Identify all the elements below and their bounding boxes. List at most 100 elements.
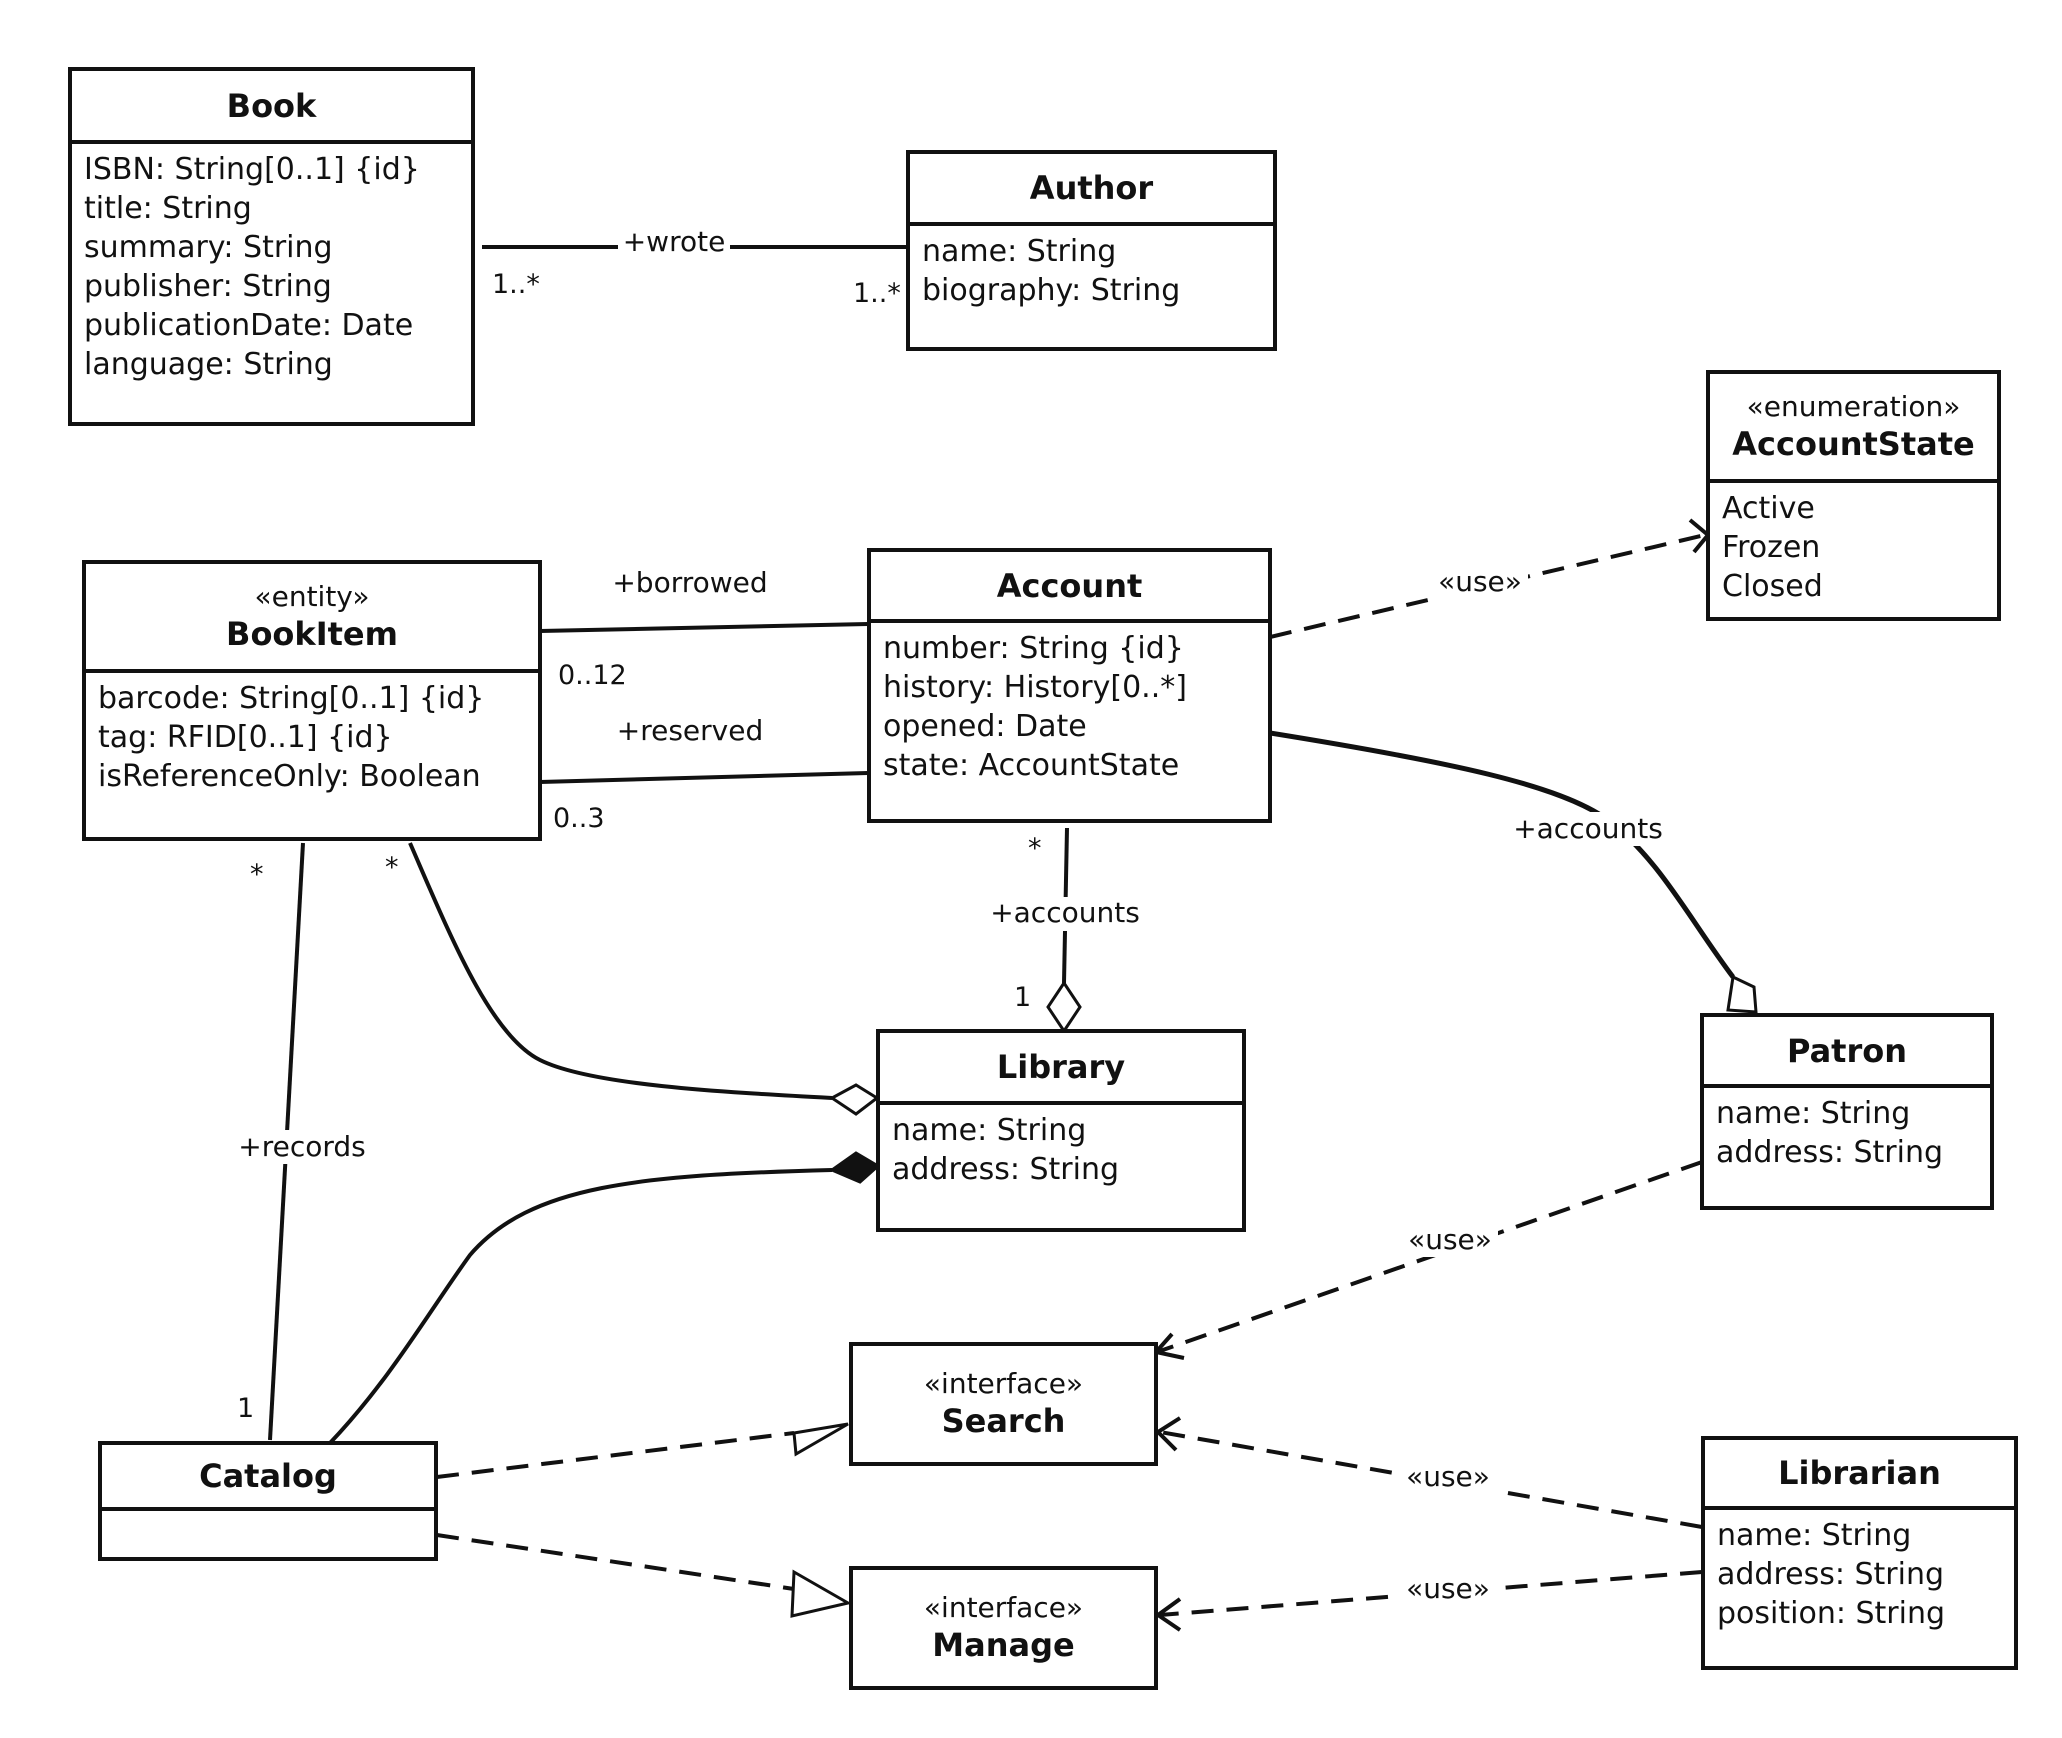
multiplicity-borrowed: 0..12 <box>558 660 627 691</box>
enum-literal: Active <box>1722 491 1815 526</box>
stereotype: «enumeration» <box>1746 389 1961 423</box>
class-header: Library <box>880 1033 1242 1105</box>
label-mask <box>1400 1572 1496 1606</box>
association-label-borrowed: +borrowed <box>612 566 767 599</box>
class-name: Author <box>1029 169 1154 207</box>
multiplicity-bookitem-catalog: * <box>250 859 264 890</box>
interface-manage: «interface» Manage <box>849 1566 1158 1690</box>
attribute: history: History[0..*] <box>883 670 1187 705</box>
association-label-records: +records <box>238 1130 366 1163</box>
attribute: ISBN: String[0..1] {id} <box>84 152 420 187</box>
class-header: «entity» BookItem <box>86 564 538 673</box>
realization-search <box>436 1431 795 1479</box>
composition-diamond <box>828 1151 881 1184</box>
label-mask <box>1402 1223 1498 1257</box>
class-patron: Patron name: String address: String <box>1700 1013 1994 1210</box>
dependency-arrowhead <box>1154 1597 1182 1632</box>
class-bookitem: «entity» BookItem barcode: String[0..1] … <box>82 560 542 841</box>
aggregation-diamond <box>829 1083 880 1116</box>
attribute: position: String <box>1717 1596 1946 1631</box>
attribute-list: barcode: String[0..1] {id} tag: RFID[0..… <box>86 673 538 802</box>
attribute-list: ISBN: String[0..1] {id} title: String su… <box>72 144 471 390</box>
attribute: name: String <box>1716 1096 1911 1131</box>
aggregation-label-library-accounts: +accounts <box>990 896 1140 929</box>
class-catalog: Catalog <box>98 1441 438 1561</box>
composition-catalog-library <box>328 1168 833 1445</box>
attribute-list: name: String biography: String <box>910 226 1273 316</box>
attribute: state: AccountState <box>883 748 1180 783</box>
dependency-label-librarian-search: «use» <box>1406 1460 1490 1493</box>
dependency-label-librarian-manage: «use» <box>1406 1572 1490 1605</box>
class-book: Book ISBN: String[0..1] {id} title: Stri… <box>68 67 475 426</box>
aggregation-diamond <box>1046 980 1082 1034</box>
attribute: publisher: String <box>84 269 332 304</box>
realization-triangle <box>792 1422 849 1457</box>
attribute: isReferenceOnly: Boolean <box>98 759 481 794</box>
attribute: tag: RFID[0..1] {id} <box>98 720 393 755</box>
stereotype: «interface» <box>923 1367 1084 1400</box>
attribute: name: String <box>922 234 1117 269</box>
class-name: Library <box>996 1048 1126 1086</box>
dependency-librarian-manage <box>1159 1570 1703 1617</box>
class-librarian: Librarian name: String address: String p… <box>1701 1436 2018 1670</box>
dependency-label-account: «use» <box>1438 565 1522 598</box>
class-library: Library name: String address: String <box>876 1029 1246 1232</box>
multiplicity-book: 1..* <box>492 269 540 300</box>
attribute: opened: Date <box>883 709 1087 744</box>
attribute: address: String <box>892 1152 1120 1187</box>
attribute: address: String <box>1717 1557 1945 1592</box>
attribute-list: name: String address: String <box>880 1105 1242 1195</box>
class-header: Book <box>72 71 471 144</box>
label-mask <box>1508 812 1658 846</box>
attribute: biography: String <box>922 273 1181 308</box>
enum-literal: Frozen <box>1722 530 1821 565</box>
class-name: BookItem <box>226 614 398 653</box>
class-name: Librarian <box>1778 1454 1941 1492</box>
attribute: address: String <box>1716 1135 1944 1170</box>
enumeration-accountstate: «enumeration» AccountState Active Frozen… <box>1706 370 2001 621</box>
class-header: Librarian <box>1705 1440 2014 1510</box>
multiplicity-catalog-one: 1 <box>237 1393 254 1424</box>
association-borrowed <box>539 622 869 633</box>
realization-triangle <box>790 1569 853 1618</box>
attribute: publicationDate: Date <box>84 308 414 343</box>
class-header: Catalog <box>102 1445 434 1511</box>
multiplicity-account-star: * <box>1028 833 1042 864</box>
attribute: language: String <box>84 347 333 382</box>
class-header: Author <box>910 154 1273 226</box>
class-header: «enumeration» AccountState <box>1710 374 1997 483</box>
attribute: number: String {id} <box>883 631 1184 666</box>
class-author: Author name: String biography: String <box>906 150 1277 351</box>
attribute-list: name: String address: String <box>1704 1088 1990 1178</box>
dependency-librarian-search <box>1159 1430 1703 1529</box>
attribute: name: String <box>892 1113 1087 1148</box>
literal-list: Active Frozen Closed <box>1710 483 1997 612</box>
multiplicity-author: 1..* <box>853 278 901 309</box>
class-header: «interface» Search <box>853 1346 1154 1462</box>
class-account: Account number: String {id} history: His… <box>867 548 1272 823</box>
dependency-label-patron: «use» <box>1408 1223 1492 1256</box>
interface-search: «interface» Search <box>849 1342 1158 1466</box>
association-reserved <box>539 771 869 784</box>
aggregation-patron-accounts <box>1269 730 1735 979</box>
aggregation-library-bookitems <box>408 842 833 1100</box>
attribute: title: String <box>84 191 252 226</box>
label-mask <box>1432 567 1528 601</box>
realization-manage <box>436 1533 795 1591</box>
class-name: AccountState <box>1732 424 1975 463</box>
dependency-arrowhead <box>1154 1416 1182 1452</box>
class-name: Patron <box>1786 1031 1908 1070</box>
stereotype: «interface» <box>923 1591 1084 1624</box>
enum-literal: Closed <box>1722 569 1823 604</box>
aggregation-diamond <box>1726 974 1758 1014</box>
attribute: barcode: String[0..1] {id} <box>98 681 485 716</box>
association-label-reserved: +reserved <box>617 714 763 747</box>
class-header: Patron <box>1704 1017 1990 1088</box>
aggregation-label-patron-accounts: +accounts <box>1513 812 1663 845</box>
label-mask <box>1400 1460 1496 1494</box>
label-mask <box>618 225 730 259</box>
label-mask <box>990 897 1140 931</box>
class-name: Catalog <box>199 1457 337 1495</box>
